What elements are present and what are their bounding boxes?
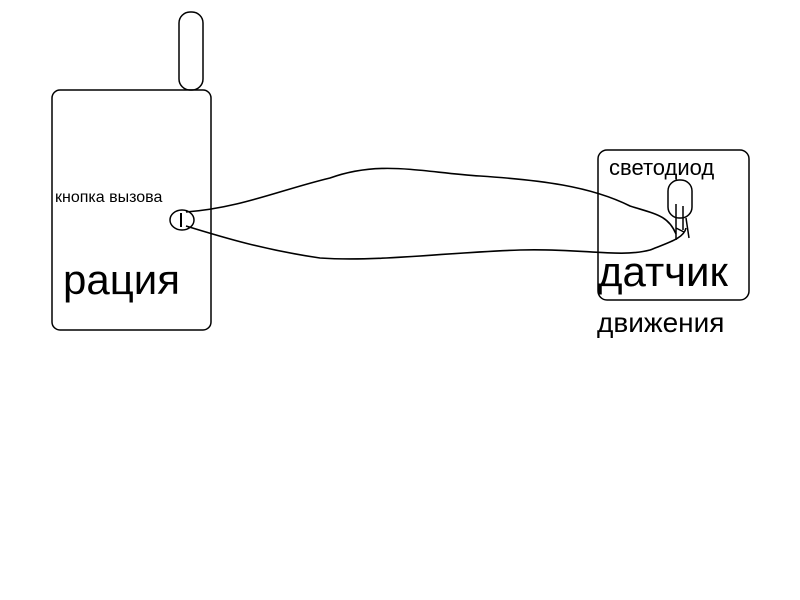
led-leads — [675, 204, 690, 240]
call-button — [169, 209, 195, 231]
radio-antenna — [178, 11, 204, 91]
wire-upper — [185, 167, 677, 235]
radio-label: рация — [63, 256, 180, 303]
led-label: светодиод — [609, 155, 715, 180]
sensor-label: датчик — [598, 248, 728, 295]
sensor-label-second-line: движения — [597, 307, 725, 338]
led — [667, 179, 693, 219]
motion-sensor-body — [597, 149, 750, 301]
call-button-label: кнопка вызова — [55, 189, 163, 206]
radio-body — [51, 89, 212, 331]
wire-lower — [185, 225, 687, 260]
